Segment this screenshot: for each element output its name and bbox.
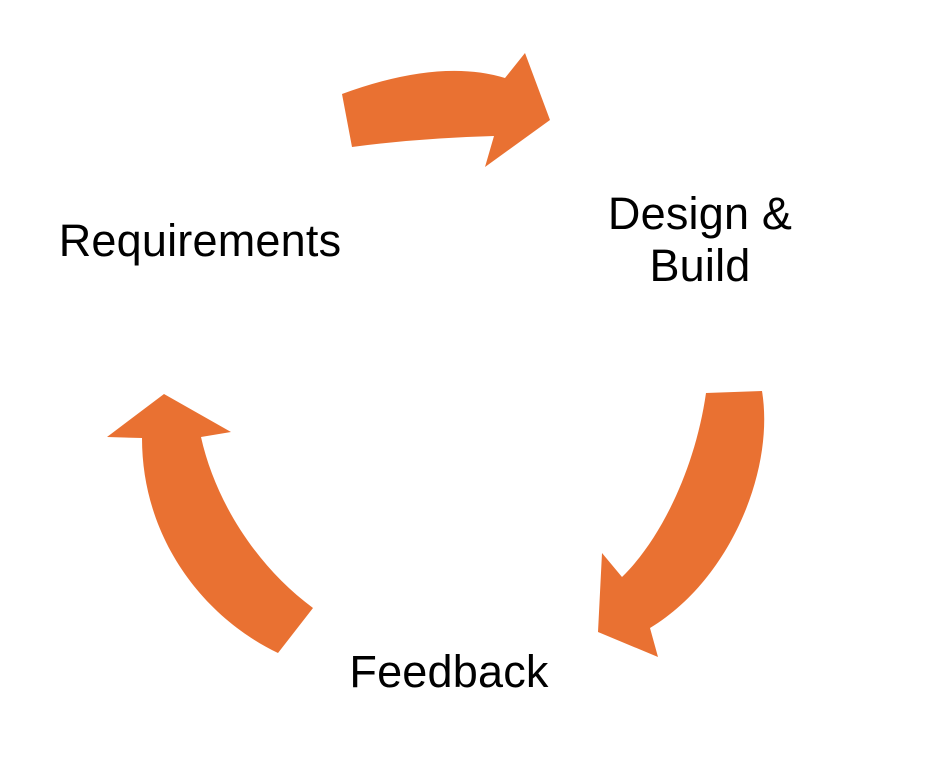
node-label-requirements: Requirements [58, 214, 342, 266]
node-label-feedback: Feedback [349, 645, 549, 697]
arrow-feedback-to-requirements-icon [107, 394, 313, 653]
node-label-design-build: Design & Build [607, 187, 793, 291]
arrow-design-to-feedback-icon [598, 391, 765, 657]
arrow-requirements-to-design-icon [342, 53, 550, 167]
